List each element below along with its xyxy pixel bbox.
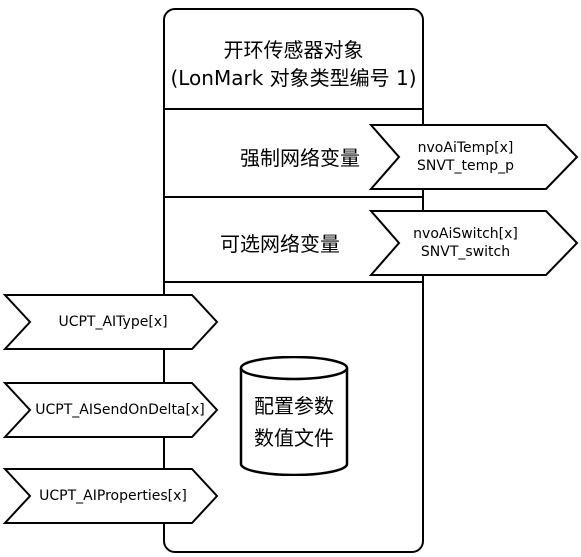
mandatory-network-variables-label: 强制网络变量 [240, 146, 360, 170]
output-nv-name: nvoAiSwitch[x] [413, 226, 518, 242]
input-config-send-on-delta: UCPT_AISendOnDelta[x] [2, 382, 219, 438]
input-config-label: UCPT_AIProperties[x] [39, 488, 187, 504]
input-arrow-shape [2, 294, 219, 350]
input-config-label: UCPT_AIType[x] [58, 314, 168, 330]
database-cylinder-icon [239, 356, 349, 476]
output-nv-type: SNVT_temp_p [416, 158, 514, 174]
input-config-label: UCPT_AISendOnDelta[x] [35, 402, 205, 418]
object-title: 开环传感器对象 [223, 38, 364, 62]
input-arrow-shape [2, 382, 219, 438]
optional-network-variables-label: 可选网络变量 [220, 232, 340, 256]
output-arrow-shape [368, 124, 579, 190]
config-file-label-line1: 配置参数 [254, 394, 334, 418]
output-nv-name: nvoAiTemp[x] [417, 140, 514, 156]
config-file-label-line2: 数值文件 [254, 426, 334, 450]
divider-mandatory [163, 196, 424, 198]
output-arrow-shape [368, 210, 579, 276]
output-nv-type: SNVT_switch [420, 244, 511, 260]
object-type-number: (LonMark 对象类型编号 1) [170, 66, 417, 90]
input-config-properties: UCPT_AIProperties[x] [2, 468, 219, 524]
output-nv-mandatory: nvoAiTemp[x] SNVT_temp_p [368, 124, 579, 190]
divider-title [163, 108, 424, 110]
input-config-type: UCPT_AIType[x] [2, 294, 219, 350]
output-nv-optional: nvoAiSwitch[x] SNVT_switch [368, 210, 579, 276]
divider-optional [163, 281, 424, 283]
input-arrow-shape [2, 468, 219, 524]
